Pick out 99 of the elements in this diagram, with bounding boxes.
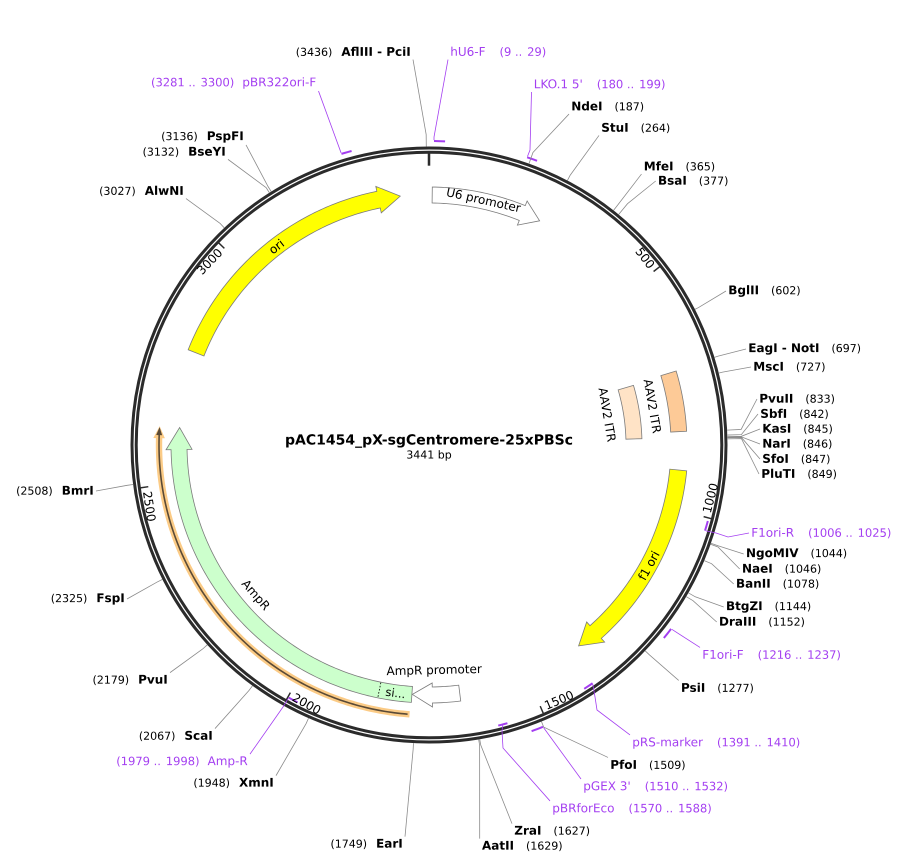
leader-line <box>706 530 750 538</box>
restriction-site-label: NdeI (187) <box>572 101 644 112</box>
primer-label: pRS-marker (1391 .. 1410) <box>633 737 800 749</box>
leader-line <box>479 738 512 824</box>
restriction-site-label: PsiI (1277) <box>682 682 753 694</box>
restriction-site-label: BglII (602) <box>729 285 800 297</box>
leader-line <box>126 578 163 600</box>
leader-line <box>246 144 272 192</box>
restriction-site-label: (3436) AflIII - PciI <box>296 46 410 58</box>
primer-label: F1ori-F (1216 .. 1237) <box>703 650 840 660</box>
leader-line <box>186 198 225 228</box>
restriction-site-label: EagI - NotI (697) <box>749 343 860 355</box>
restriction-site-label: DraIII (1152) <box>720 616 804 628</box>
leader-line <box>727 438 760 474</box>
leader-line <box>618 180 656 215</box>
leader-line <box>726 398 758 431</box>
restriction-site-label: BtgZI (1144) <box>727 601 810 613</box>
restriction-site-label: KasI (845) <box>763 424 832 434</box>
node-label: AAV2 ITR <box>598 388 616 442</box>
primer-mark <box>531 726 544 732</box>
primer-mark <box>341 150 352 155</box>
leader-line <box>672 629 700 648</box>
restriction-site-label: PfoI (1509) <box>611 760 685 770</box>
primer-mark <box>526 156 538 162</box>
primer-label: F1ori-R (1006 .. 1025) <box>752 528 890 538</box>
leader-line <box>710 542 744 554</box>
restriction-site-label: MscI (727) <box>754 362 825 372</box>
leader-line <box>704 560 734 584</box>
leader-line <box>613 174 642 211</box>
restriction-site-label: (1749) EarI <box>331 838 402 850</box>
restriction-site-label: NgoMIV (1044) <box>747 548 846 560</box>
restriction-site-label: (2067) ScaI <box>140 730 212 742</box>
restriction-site-label: (2325) FspI <box>52 593 124 605</box>
leader-line <box>726 436 760 444</box>
leader-line <box>686 596 718 622</box>
leader-line <box>527 92 532 157</box>
leader-line <box>718 366 752 374</box>
restriction-site-label: StuI (264) <box>602 122 670 134</box>
leader-line <box>528 114 570 164</box>
leader-line <box>726 428 760 438</box>
restriction-site-label: (3132) BseYI <box>144 146 225 158</box>
leader-line <box>170 644 208 674</box>
primer-label: pGEX 3' (1510 .. 1532) <box>584 781 727 793</box>
leader-line <box>726 414 758 436</box>
restriction-site-label: (2179) PvuI <box>93 674 167 686</box>
leader-line <box>478 738 480 840</box>
leader-line <box>404 742 414 838</box>
leader-line <box>228 158 270 194</box>
restriction-site-label: MfeI (365) <box>644 161 714 172</box>
leader-line <box>318 90 342 154</box>
restriction-site-label: NarI (846) <box>763 438 832 450</box>
leader-line <box>714 348 746 358</box>
leader-line <box>566 135 600 181</box>
restriction-site-label: (3027) AlwNI <box>100 186 183 196</box>
leader-line <box>434 59 448 141</box>
primer-label: (1979 .. 1998) Amp-R <box>117 756 248 768</box>
leader-line <box>710 544 740 570</box>
restriction-site-label: ZraI (1627) <box>514 826 590 836</box>
tick-label: 2500 <box>143 492 156 521</box>
restriction-site-label: SfoI (847) <box>763 454 830 464</box>
tick-label: 1000 <box>702 484 718 512</box>
feature-box: AAV2 ITR <box>644 370 688 434</box>
restriction-site-label: NaeI (1046) <box>743 564 820 574</box>
node-label: AAV2 ITR <box>644 380 661 434</box>
feature-band: U6 promoter <box>432 186 540 226</box>
feature-band: f1 ori <box>578 468 688 646</box>
leader-line <box>541 721 608 758</box>
signal-segment: si... <box>377 682 404 698</box>
leader-line <box>727 437 760 460</box>
leader-line <box>250 698 289 754</box>
primer-mark <box>584 682 594 690</box>
restriction-site-label: (3136) PspFI <box>162 131 243 143</box>
restriction-site-label: BsaI (377) <box>659 176 728 186</box>
leader-line <box>592 684 630 736</box>
restriction-site-label: (2508) BmrI <box>17 486 93 496</box>
restriction-site-label: (1948) XmnI <box>194 778 273 788</box>
primer-label: LKO.1 5' (180 .. 199) <box>534 79 664 90</box>
primer-label: (3281 .. 3300) pBR322ori-F <box>152 77 316 89</box>
primer-label: hU6-F (9 .. 29) <box>451 46 546 58</box>
leader-line <box>688 592 724 608</box>
tick-label: 1500 <box>544 691 573 710</box>
leader-line <box>96 484 134 492</box>
primer-label: pBRforEco (1570 .. 1588) <box>553 803 711 815</box>
restriction-site-label: BanII (1078) <box>737 578 818 590</box>
leader-line <box>644 650 680 681</box>
primer-mark <box>663 628 672 639</box>
restriction-site-label: PvuII (833) <box>760 394 834 404</box>
leader-line <box>214 685 253 729</box>
leader-line <box>412 59 427 147</box>
primer-mark <box>704 520 709 531</box>
leader-line <box>694 290 726 310</box>
restriction-site-label: AatII (1629) <box>482 840 562 852</box>
leader-line <box>276 718 309 776</box>
leader-line <box>543 727 582 780</box>
restriction-site-label: PluTI (849) <box>762 468 836 480</box>
restriction-site-label: SbfI (842) <box>761 408 828 420</box>
primer-mark <box>498 722 508 727</box>
leader-line <box>502 724 550 802</box>
primer-mark <box>434 140 446 142</box>
